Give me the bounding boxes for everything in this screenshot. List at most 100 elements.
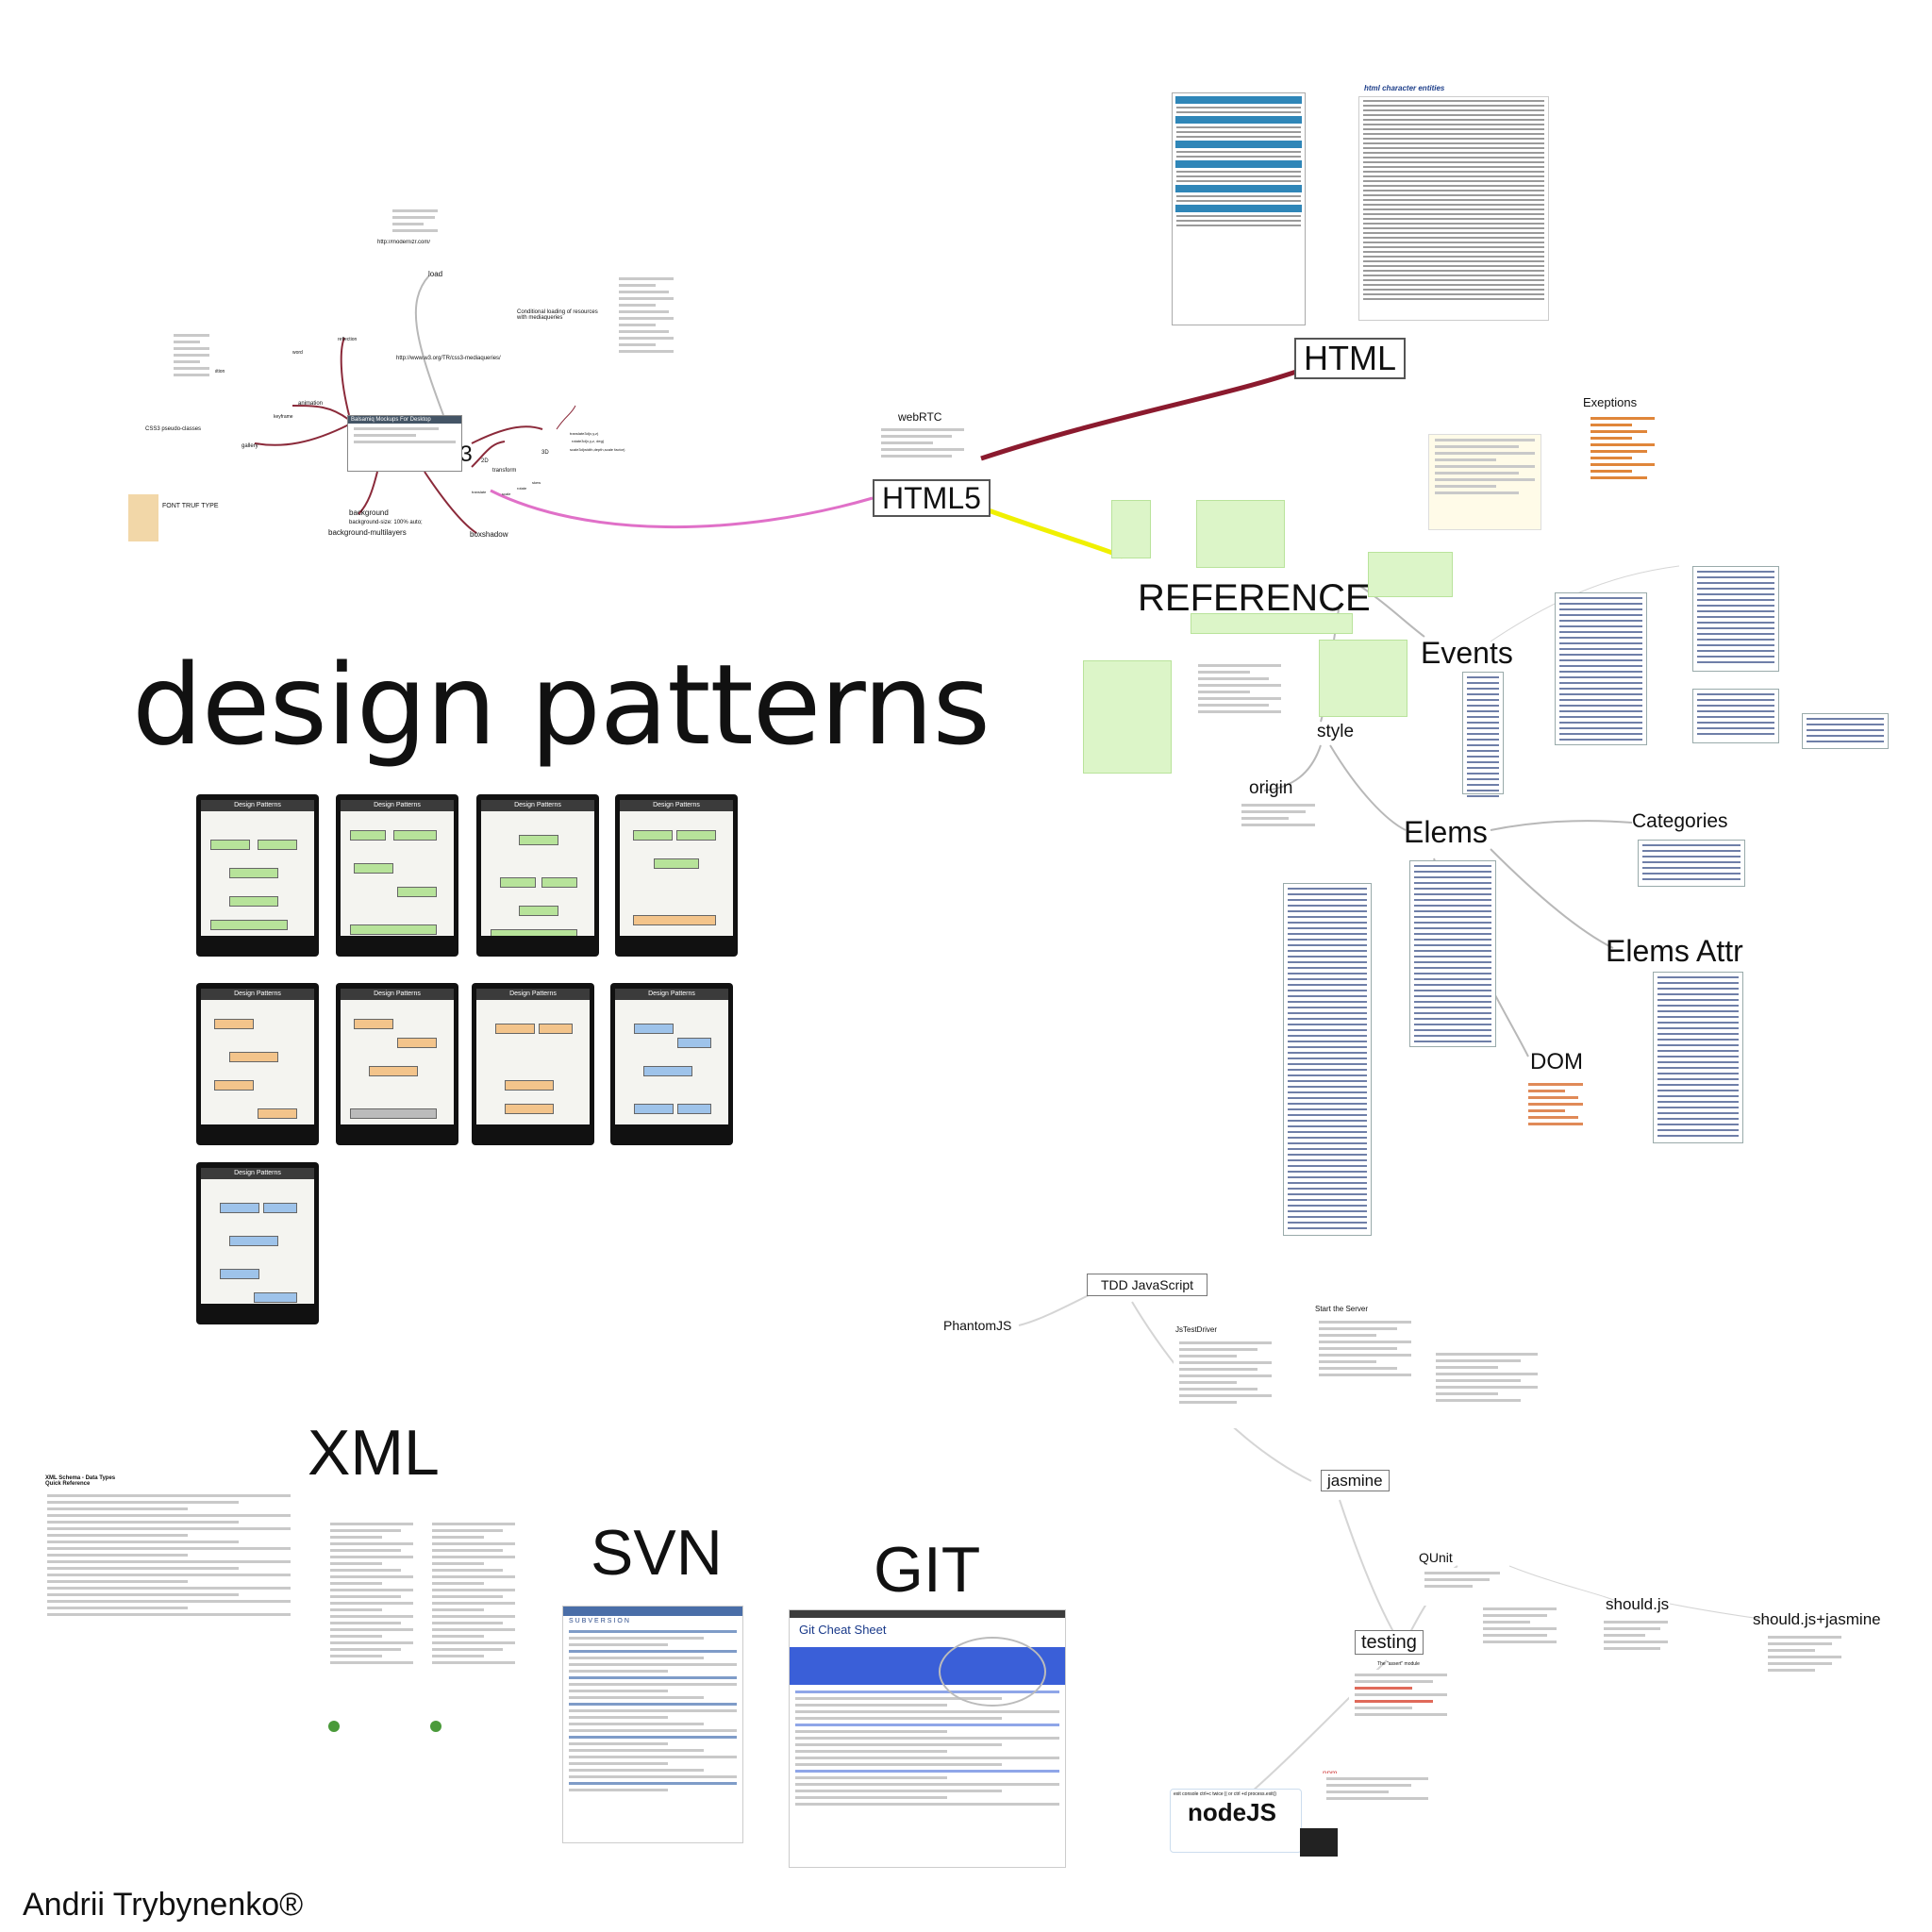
dom-notes <box>1523 1079 1589 1155</box>
nodejs-notes <box>1321 1774 1434 1821</box>
font-truetype-label: FONT TRUF TYPE <box>162 503 219 509</box>
reference-note-7 <box>1192 660 1287 774</box>
animation-label: animation <box>298 401 324 407</box>
exceptions-list <box>1585 413 1660 526</box>
phone-title: Design Patterns <box>201 800 314 811</box>
phone-screenshot-5: Design Patterns <box>196 983 319 1145</box>
reference-note-3 <box>1368 552 1453 597</box>
phone-title: Design Patterns <box>201 1168 314 1179</box>
link-ref-events <box>1357 584 1425 638</box>
link-tdd-phantom <box>1018 1291 1095 1326</box>
design-patterns-heading: design patterns <box>132 640 991 770</box>
html5-node[interactable]: HTML5 <box>873 479 991 517</box>
phone-title: Design Patterns <box>341 800 454 811</box>
phone-screenshot-7: Design Patterns <box>472 983 594 1145</box>
exceptions-label: Exeptions <box>1583 395 1638 409</box>
qunit-notes <box>1419 1568 1506 1606</box>
background-size-label: background-size: 100% auto; <box>349 520 423 525</box>
start-server-label: Start the Server <box>1315 1305 1369 1313</box>
modernizr-link[interactable]: http://modernizr.com/ <box>377 240 431 245</box>
transform-label: transform <box>492 468 517 474</box>
transition-label: transition <box>206 369 225 375</box>
link-elems-attr <box>1490 848 1614 949</box>
git-cheatsheet-title: Git Cheat Sheet <box>799 1623 887 1637</box>
mediaqueries-link[interactable]: http://www.w3.org/TR/css3-mediaqueries/ <box>396 356 501 361</box>
categories-node[interactable]: Categories <box>1632 810 1728 832</box>
phone-screenshot-8: Design Patterns <box>610 983 733 1145</box>
3d-label: 3D <box>541 450 549 456</box>
testing-notes <box>1349 1670 1453 1736</box>
phone-screenshot-6: Design Patterns <box>336 983 458 1145</box>
link-should-jasmine <box>1669 1603 1774 1622</box>
pseudo-classes-label: CSS3 pseudo-classes <box>145 426 202 432</box>
link-jasmine-testing <box>1339 1499 1397 1638</box>
phone-screenshot-2: Design Patterns <box>336 794 458 957</box>
nodejs-card[interactable]: exit console ctrl+c twice || or ctrl +d … <box>1170 1789 1302 1853</box>
git-cheatsheet: Git Cheat Sheet <box>789 1609 1066 1868</box>
elems-attr-table <box>1653 972 1743 1143</box>
phone-screenshot-9: Design Patterns <box>196 1162 319 1324</box>
qunit-node[interactable]: QUnit <box>1419 1550 1453 1565</box>
link-qunit-should <box>1508 1565 1624 1605</box>
phone-screenshot-1: Design Patterns <box>196 794 319 957</box>
svn-cheatsheet: SUBVERSION <box>562 1606 743 1843</box>
events-table-2 <box>1692 566 1779 672</box>
phone-title: Design Patterns <box>615 989 728 1000</box>
html-entities-table <box>1358 96 1549 321</box>
start-server-notes <box>1313 1317 1417 1402</box>
xml-schema-sheet: XML Schema - Data Types Quick Reference <box>42 1472 296 1660</box>
reference-node[interactable]: REFERENCE <box>1138 577 1371 619</box>
author-signature: Andrii Trybynenko® <box>23 1887 304 1923</box>
skew-label: skew <box>532 480 541 485</box>
css3-load-label: load <box>428 270 443 278</box>
origin-node[interactable]: origin <box>1249 778 1293 798</box>
webrtc-notes <box>875 425 970 472</box>
background-multilayers-label: background-multilayers <box>328 528 407 537</box>
npm-label: npm <box>1323 1770 1338 1777</box>
shouldjs-jasmine-node[interactable]: should.js+jasmine <box>1753 1610 1881 1628</box>
font-snippet-thumbnail <box>128 494 158 541</box>
word-label: word <box>292 350 303 356</box>
scale3d-label: scale3d(width,depth,scale factor) <box>570 447 625 452</box>
css3-notes-left <box>168 330 215 396</box>
translate-label: translate <box>472 490 487 494</box>
jstestdriver-notes <box>1174 1338 1277 1428</box>
html-node[interactable]: HTML <box>1294 338 1406 379</box>
tdd-notes-right <box>1430 1349 1543 1434</box>
events-node[interactable]: Events <box>1421 636 1513 670</box>
phone-title: Design Patterns <box>620 800 733 811</box>
phone-screenshot-3: Design Patterns <box>476 794 599 957</box>
elems-node[interactable]: Elems <box>1404 815 1488 849</box>
link-elems-categories <box>1490 820 1633 831</box>
svn-heading: SVN <box>591 1517 723 1589</box>
mockups-caption: Balsamiq Mockups For Desktop <box>348 416 461 424</box>
link-css3-reflection <box>340 337 350 416</box>
link-css3-boxshadow <box>424 471 477 534</box>
phantomjs-node[interactable]: PhantomJS <box>943 1318 1012 1333</box>
balsamiq-mockups-thumbnail: Balsamiq Mockups For Desktop <box>347 415 462 472</box>
reference-note-5 <box>1319 640 1407 717</box>
events-table-3 <box>1692 689 1779 743</box>
link-css3-transform <box>471 441 506 468</box>
phone-title: Design Patterns <box>201 989 314 1000</box>
link-html5-reference <box>985 507 1124 559</box>
events-table-4 <box>1802 713 1889 749</box>
xml-element-sheet-2 <box>426 1519 521 1736</box>
link-html5-css3 <box>490 489 874 529</box>
dom-node[interactable]: DOM <box>1530 1049 1583 1074</box>
shouldjs-node[interactable]: should.js <box>1606 1595 1670 1613</box>
conditional-loading-label: Conditional loading of resources with me… <box>517 309 598 321</box>
reflection-label: reflection <box>338 337 358 342</box>
phone-screenshot-4: Design Patterns <box>615 794 738 957</box>
nodejs-console-note: exit console ctrl+c twice || or ctrl +d … <box>1174 1791 1277 1797</box>
tdd-javascript-node[interactable]: TDD JavaScript <box>1087 1274 1208 1296</box>
style-node[interactable]: style <box>1317 722 1355 741</box>
jasmine-node[interactable]: jasmine <box>1321 1470 1390 1491</box>
css3-notes-top <box>387 206 443 240</box>
link-css3-animation <box>291 405 350 421</box>
reference-note-6 <box>1083 660 1172 774</box>
webrtc-label: webRTC <box>898 410 942 424</box>
testing-node[interactable]: testing <box>1355 1630 1424 1655</box>
nodejs-node: nodeJS <box>1188 1798 1276 1826</box>
elems-attr-node[interactable]: Elems Attr <box>1606 934 1743 968</box>
